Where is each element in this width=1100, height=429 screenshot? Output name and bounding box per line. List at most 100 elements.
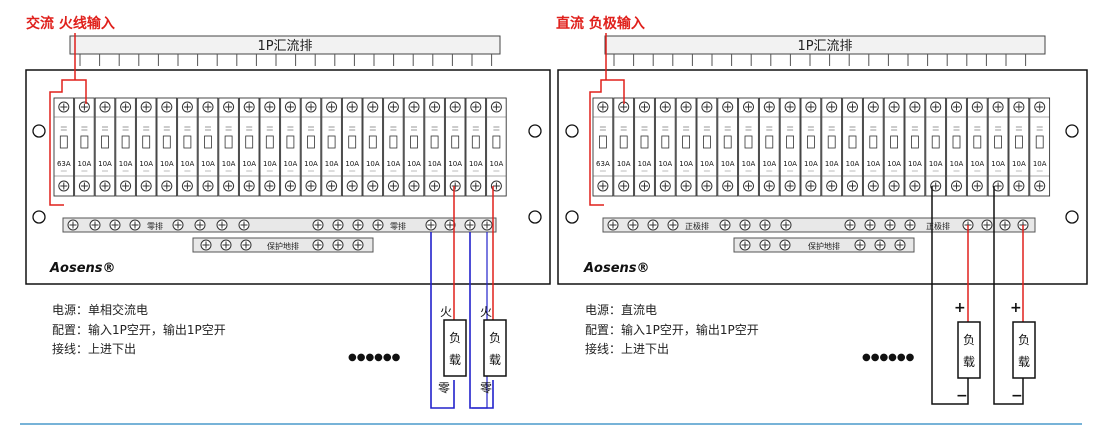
- circuit-breaker: 10A: [904, 97, 926, 197]
- terminal-screw: [367, 180, 379, 192]
- left-load-2-neutral: 零: [480, 381, 492, 395]
- terminal-screw: [763, 101, 775, 113]
- terminal-screw: [372, 219, 384, 231]
- terminal-screw: [202, 180, 214, 192]
- circuit-breaker: 10A: [218, 97, 239, 197]
- terminal-screw: [701, 101, 713, 113]
- left-load-1: 负 载 火 零: [438, 305, 467, 395]
- breaker-rating: 10A: [345, 160, 359, 168]
- left-neutral-bar-label: 零排: [147, 221, 163, 231]
- right-load-2-minus: −: [1011, 388, 1023, 404]
- breaker-rating: 10A: [679, 160, 693, 168]
- right-load-2-plus: +: [1010, 300, 1022, 316]
- terminal-screw: [826, 180, 838, 192]
- breaker-rating: 10A: [783, 160, 797, 168]
- terminal-screw: [951, 101, 962, 113]
- breaker-rating: 10A: [742, 160, 756, 168]
- circuit-breaker: 10A: [1029, 97, 1051, 197]
- terminal-screw: [739, 239, 751, 251]
- circuit-breaker: 10A: [675, 97, 697, 197]
- terminal-screw: [618, 180, 630, 192]
- terminal-screw: [67, 219, 79, 231]
- circuit-breaker: 63A: [53, 97, 75, 197]
- terminal-screw: [844, 219, 856, 231]
- circuit-breaker: 10A: [1008, 97, 1030, 197]
- left-busbar-label: 1P汇流排: [257, 39, 312, 54]
- circuit-breaker: 63A: [592, 97, 614, 197]
- terminal-screw: [238, 219, 250, 231]
- right-ground-bar-label: 保护地排: [808, 241, 840, 251]
- right-mount-hole: [565, 124, 579, 138]
- terminal-screw: [739, 219, 751, 231]
- breaker-rating: 10A: [617, 160, 631, 168]
- terminal-screw: [89, 219, 101, 231]
- terminal-screw: [58, 180, 70, 192]
- circuit-breaker: 10A: [341, 97, 363, 197]
- terminal-screw: [719, 219, 731, 231]
- terminal-screw: [894, 239, 906, 251]
- breaker-rating: 10A: [284, 160, 298, 168]
- breaker-rating: 10A: [887, 160, 901, 168]
- circuit-breaker: 10A: [156, 97, 178, 197]
- terminal-screw: [120, 180, 132, 192]
- breaker-rating: 10A: [908, 160, 922, 168]
- terminal-screw: [332, 219, 344, 231]
- breaker-rating: 10A: [407, 160, 421, 168]
- circuit-breaker: 10A: [486, 97, 507, 197]
- terminal-screw: [701, 180, 713, 192]
- terminal-screw: [129, 219, 141, 231]
- terminal-screw: [722, 101, 734, 113]
- circuit-breaker: 10A: [779, 97, 801, 197]
- terminal-screw: [884, 219, 896, 231]
- circuit-breaker: 10A: [238, 97, 260, 197]
- svg-text:载: 载: [449, 353, 461, 367]
- terminal-screw: [326, 180, 338, 192]
- terminal-screw: [140, 101, 152, 113]
- terminal-screw: [243, 101, 255, 113]
- terminal-screw: [805, 180, 817, 192]
- terminal-screw: [639, 180, 650, 192]
- circuit-breaker: 10A: [383, 97, 404, 197]
- terminal-screw: [387, 101, 399, 113]
- breaker-rating: 10A: [448, 160, 462, 168]
- circuit-breaker: 10A: [738, 97, 759, 197]
- terminal-screw: [312, 239, 324, 251]
- right-input-label: 直流 负极输入: [556, 15, 645, 32]
- terminal-screw: [951, 180, 962, 192]
- terminal-screw: [659, 180, 671, 192]
- terminal-screw: [1034, 101, 1046, 113]
- terminal-screw: [429, 180, 441, 192]
- breaker-rating: 10A: [1033, 160, 1047, 168]
- terminal-screw: [805, 101, 817, 113]
- left-info-config: 配置：输入1P空开，输出1P空开: [52, 322, 226, 337]
- terminal-screw: [904, 219, 916, 231]
- breaker-rating: 10A: [325, 160, 339, 168]
- right-positive-bar-label: 正极排: [685, 221, 709, 231]
- terminal-screw: [464, 219, 476, 231]
- terminal-screw: [481, 219, 493, 231]
- circuit-breaker: 10A: [115, 97, 136, 197]
- terminal-screw: [284, 180, 296, 192]
- terminal-screw: [326, 101, 338, 113]
- breaker-rating: 10A: [469, 160, 483, 168]
- terminal-screw: [743, 180, 754, 192]
- breaker-rating: 10A: [950, 160, 964, 168]
- right-ellipsis: ●●●●●●: [862, 352, 915, 363]
- terminal-screw: [99, 180, 111, 192]
- terminal-screw: [223, 101, 235, 113]
- right-mount-hole: [1065, 124, 1079, 138]
- right-load-1: 负 载 + −: [954, 300, 981, 404]
- right-busbar-label: 1P汇流排: [797, 39, 852, 54]
- terminal-screw: [627, 219, 639, 231]
- terminal-screw: [888, 180, 900, 192]
- right-info-wiring: 接线：上进下出: [585, 341, 669, 356]
- terminal-screw: [826, 101, 838, 113]
- terminal-screw: [1034, 180, 1046, 192]
- terminal-screw: [181, 180, 193, 192]
- circuit-breaker: 10A: [987, 97, 1009, 197]
- left-mount-hole: [32, 124, 46, 138]
- breaker-rating: 10A: [160, 160, 174, 168]
- terminal-screw: [202, 101, 214, 113]
- breaker-rating: 10A: [1012, 160, 1026, 168]
